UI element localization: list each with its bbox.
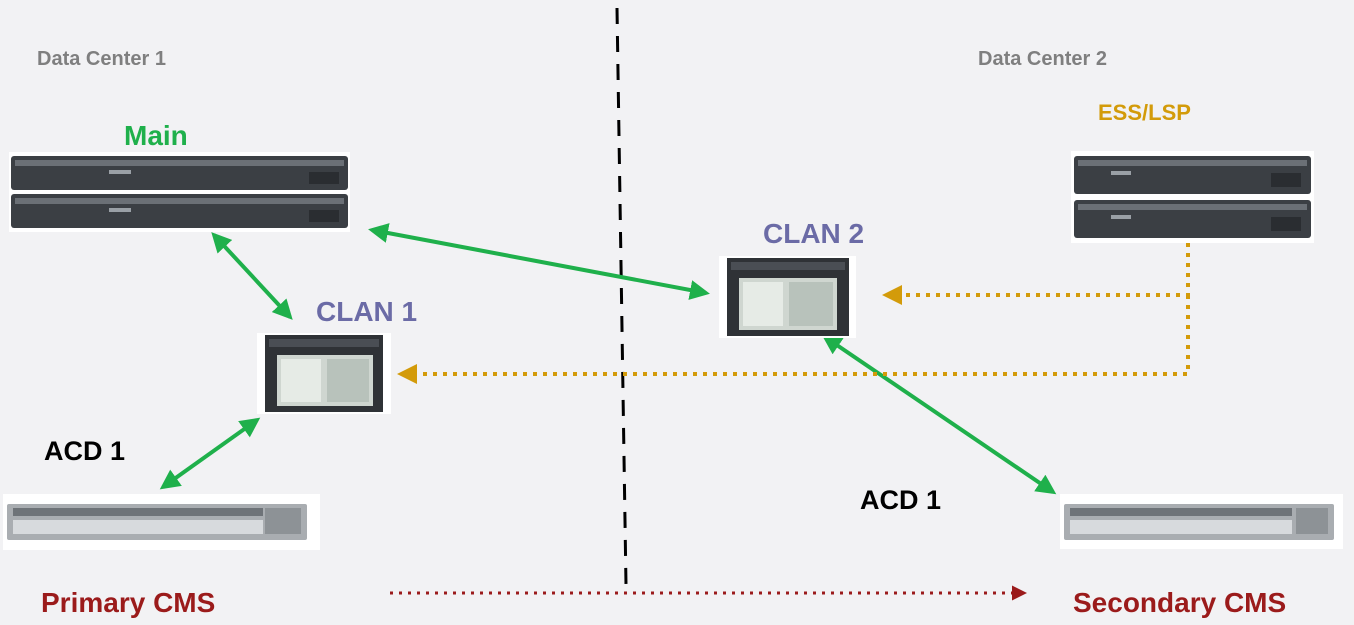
data-center-2-label: Data Center 2	[978, 48, 1107, 70]
link-main-clan2	[368, 223, 710, 300]
secondary-cms-label: Secondary CMS	[1073, 587, 1287, 618]
link-ess-clan2	[882, 243, 1190, 305]
ess-lsp-label: ESS/LSP	[1098, 100, 1191, 125]
link-clan2-secondarycms	[821, 334, 1057, 495]
link-main-clan1	[211, 232, 293, 320]
ess-lsp-server-icon	[1071, 151, 1314, 243]
main-label: Main	[124, 120, 188, 151]
primary-cms-server-icon	[3, 494, 320, 550]
primary-cms-label: Primary CMS	[41, 587, 216, 618]
clan-2-gateway-icon	[719, 256, 856, 338]
clan-1-gateway-icon	[257, 333, 391, 414]
datacenter-divider	[615, 7, 628, 586]
clan-1-label: CLAN 1	[316, 296, 418, 327]
clan-2-label: CLAN 2	[763, 218, 865, 249]
main-server-icon	[9, 152, 350, 232]
secondary-cms-server-icon	[1060, 494, 1343, 549]
link-clan1-primarycms	[159, 417, 261, 490]
data-center-1-label: Data Center 1	[37, 48, 166, 70]
link-ess-clan1	[397, 295, 1190, 384]
acd-1-right-label: ACD 1	[860, 485, 942, 515]
acd-1-left-label: ACD 1	[44, 436, 126, 466]
